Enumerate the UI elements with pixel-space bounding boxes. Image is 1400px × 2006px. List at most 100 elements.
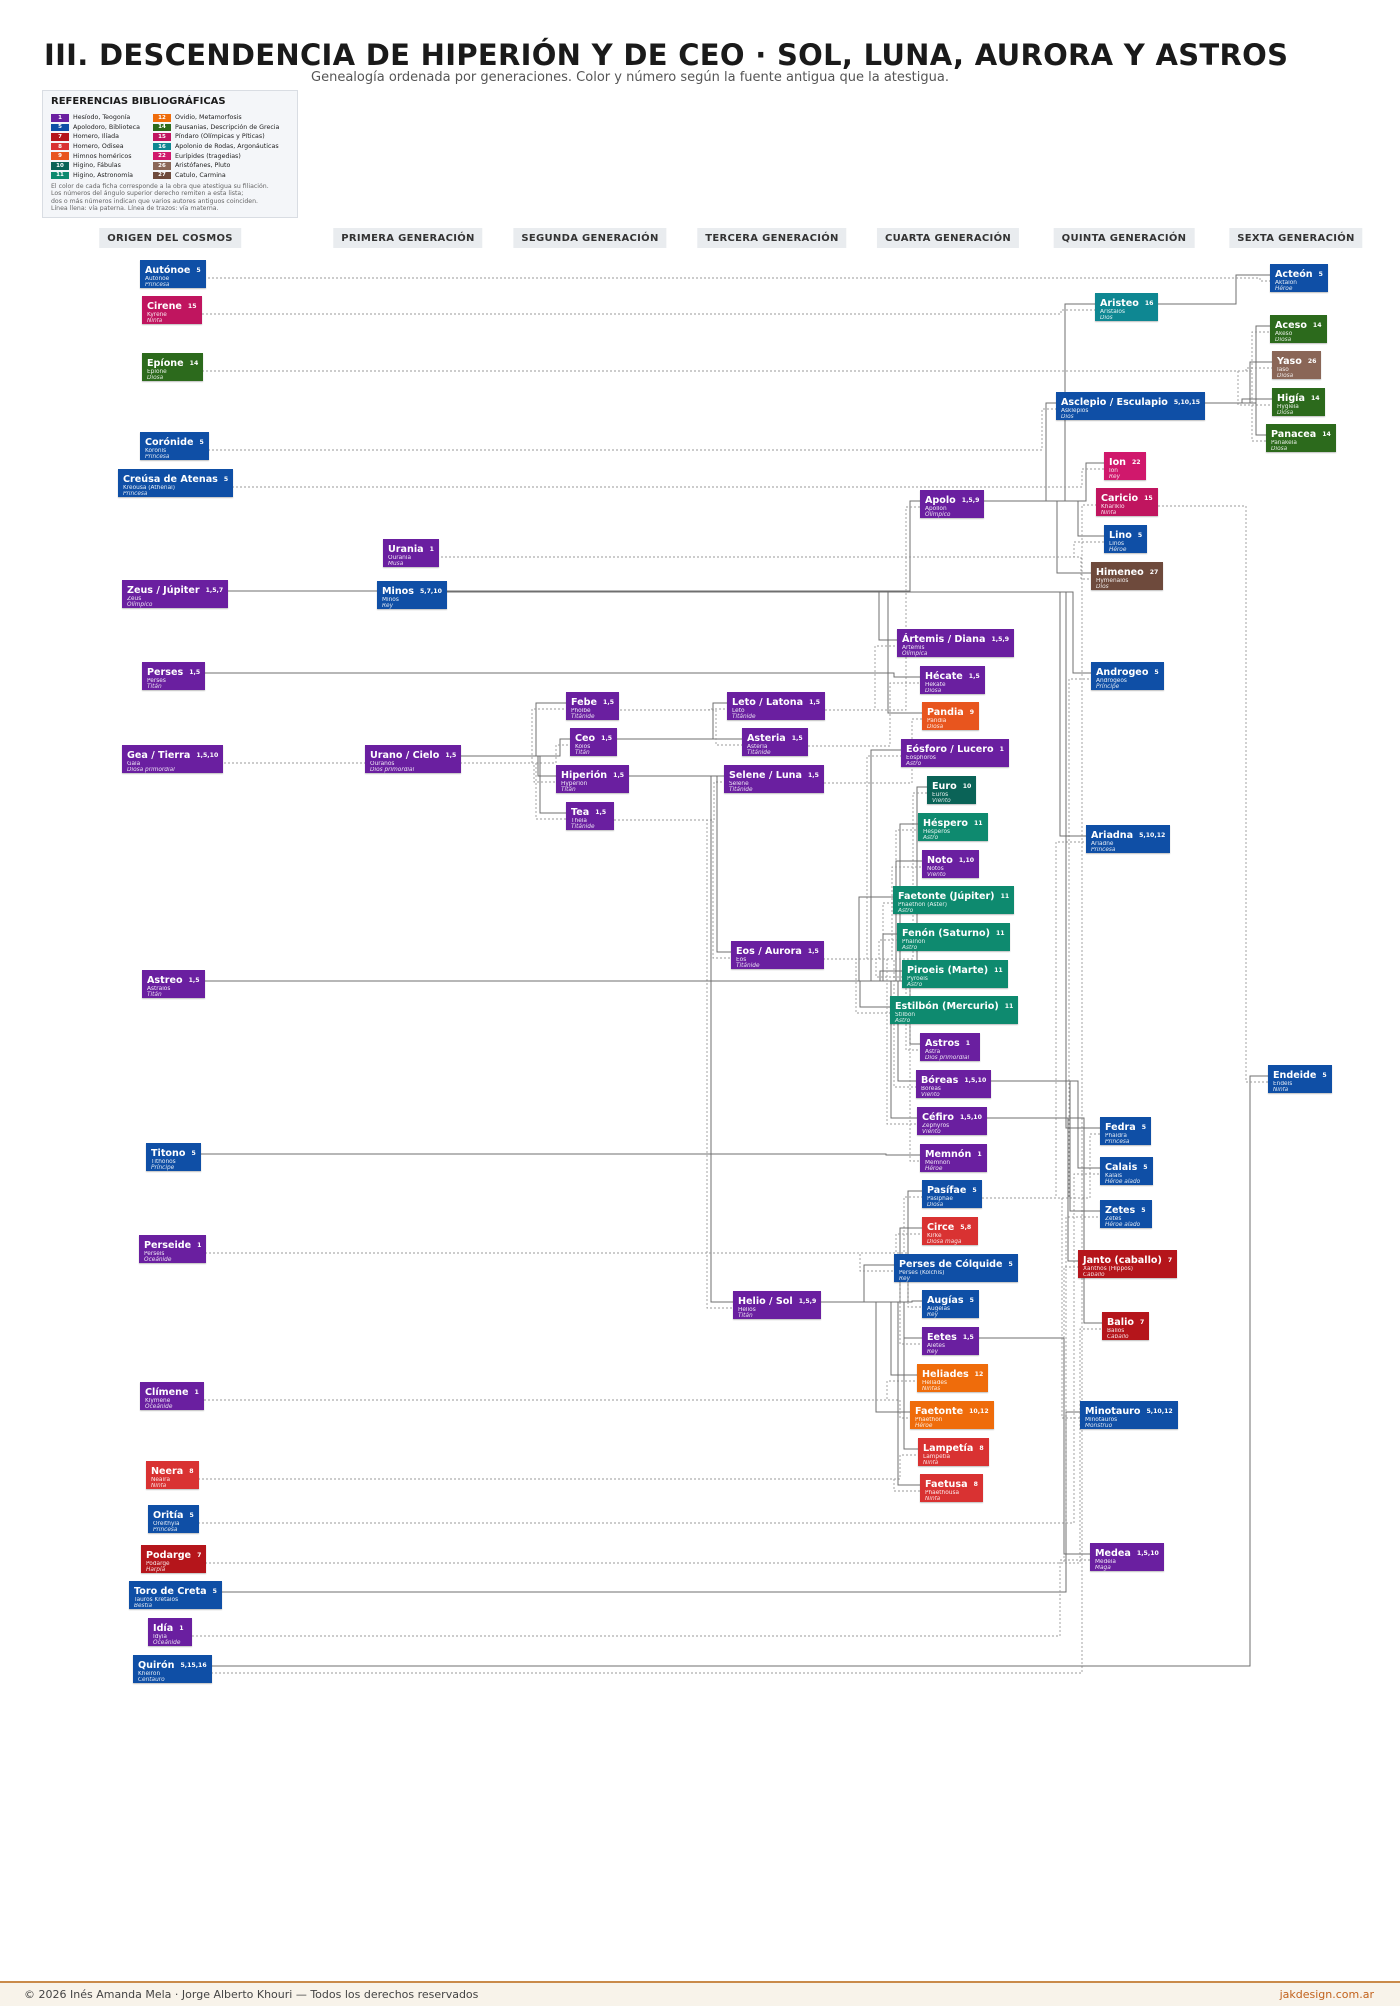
maternal-link — [616, 709, 742, 746]
footer-website-link[interactable]: jakdesign.com.ar — [1279, 1988, 1374, 2001]
legend-source-label: Hesíodo, Teogonía — [73, 114, 131, 122]
node-transliteration: Akeso — [1275, 331, 1293, 337]
page-subtitle: Genealogía ordenada por generaciones. Co… — [311, 70, 949, 85]
node-role: Dios — [1100, 315, 1113, 322]
node-source-numbers: 26 — [1307, 358, 1317, 365]
maternal-link — [817, 645, 897, 711]
paternal-link — [980, 500, 1091, 574]
node-role: Princesa — [153, 1527, 178, 1534]
maternal-link — [194, 1454, 918, 1480]
node-source-numbers: 1,5 — [807, 948, 819, 955]
node-role: Olímpico — [127, 602, 153, 609]
node-name: Epíone — [147, 358, 184, 369]
maternal-link — [201, 1233, 922, 1254]
maternal-link — [192, 1559, 1090, 1637]
paternal-link — [200, 980, 916, 1082]
node-source-numbers: 1 — [194, 1389, 199, 1396]
node-name: Augías — [927, 1295, 964, 1306]
node-role: Rey — [1109, 474, 1121, 481]
